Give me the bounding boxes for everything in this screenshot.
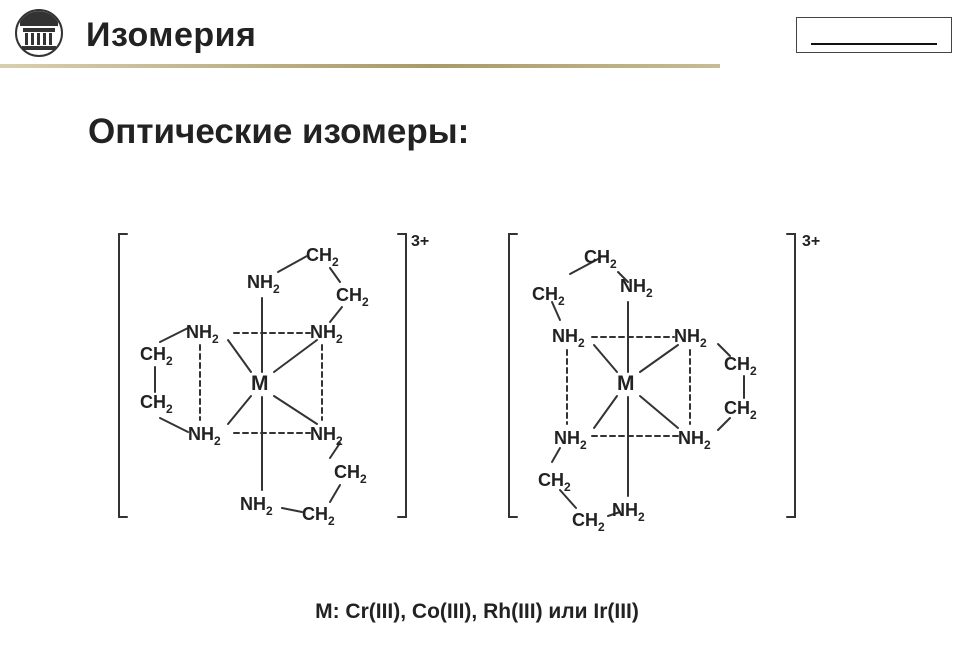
- right-nh2-bottom: NH2: [612, 500, 645, 524]
- left-ch2-side-1: CH2: [140, 344, 173, 368]
- left-ch2-top-2: CH2: [336, 285, 369, 309]
- corner-frame-line: [811, 43, 937, 45]
- right-metal-center: M: [617, 372, 635, 395]
- left-complex-labels: M 3+ NH2 NH2 NH2 NH2 NH2 NH2 CH2 CH2 CH2…: [140, 233, 429, 528]
- left-charge: 3+: [411, 233, 429, 250]
- right-ch2-top-2: CH2: [532, 284, 565, 308]
- right-nh2-upper-right: NH2: [674, 326, 707, 350]
- right-ch2-top-1: CH2: [584, 247, 617, 271]
- left-nh2-upper-left: NH2: [186, 322, 219, 346]
- right-nh2-upper-left: NH2: [552, 326, 585, 350]
- right-charge: 3+: [802, 233, 820, 250]
- right-complex-dashes: [566, 336, 691, 437]
- left-nh2-upper-right: NH2: [310, 322, 343, 346]
- left-nh2-lower-right: NH2: [310, 424, 343, 448]
- right-nh2-lower-right: NH2: [678, 428, 711, 452]
- left-ch2-side-2: CH2: [140, 392, 173, 416]
- metal-footnote: M: Cr(III), Co(III), Rh(III) или Ir(III): [315, 600, 639, 623]
- right-complex-labels: M 3+ NH2 NH2 NH2 NH2 NH2 NH2 CH2 CH2 CH2…: [532, 233, 820, 534]
- right-ch2-side-2: CH2: [724, 398, 757, 422]
- right-nh2-top: NH2: [620, 276, 653, 300]
- left-nh2-lower-left: NH2: [188, 424, 221, 448]
- left-ch2-bottom-2: CH2: [302, 504, 335, 528]
- right-ch2-bottom-1: CH2: [538, 470, 571, 494]
- left-ch2-top-1: CH2: [306, 245, 339, 269]
- section-subtitle: Оптические изомеры:: [88, 112, 470, 151]
- right-nh2-lower-left: NH2: [554, 428, 587, 452]
- left-nh2-bottom: NH2: [240, 494, 273, 518]
- left-nh2-top: NH2: [247, 272, 280, 296]
- right-ch2-bottom-2: CH2: [572, 510, 605, 534]
- slide-title: Изомерия: [86, 16, 257, 54]
- title-underline: [0, 64, 720, 68]
- university-logo-icon: [15, 9, 63, 57]
- corner-frame: [796, 17, 952, 53]
- left-metal-center: M: [251, 372, 269, 395]
- left-ch2-bottom-1: CH2: [334, 462, 367, 486]
- right-ch2-side-1: CH2: [724, 354, 757, 378]
- left-complex-dashes: [199, 332, 323, 434]
- left-complex-bonds: [118, 233, 407, 518]
